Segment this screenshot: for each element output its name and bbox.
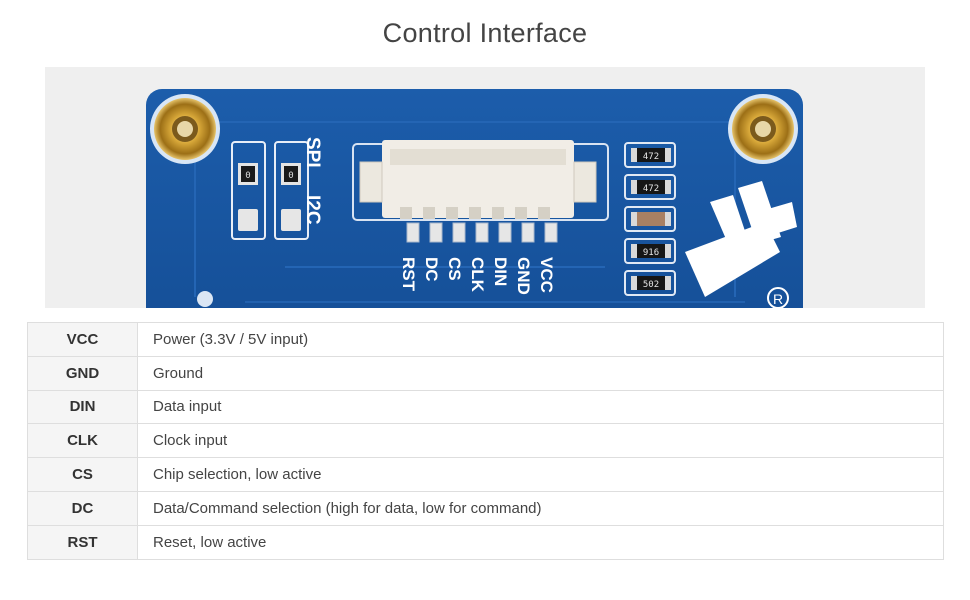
silkscreen-pin-label: DIN: [491, 257, 510, 286]
resistor-code: 502: [643, 280, 659, 290]
resistor-outline: [624, 174, 676, 200]
pin-description-cell: Data/Command selection (high for data, l…: [137, 490, 944, 526]
pin-name-cell: CS: [27, 457, 138, 492]
capacitor: [637, 212, 665, 226]
resistor: [637, 148, 665, 162]
pin-description-cell: Clock input: [137, 423, 944, 459]
resistor-outline: [624, 270, 676, 296]
pin-name-cell: RST: [27, 524, 138, 560]
resistor: [637, 276, 665, 290]
pin-description-cell: Ground: [137, 355, 944, 391]
silkscreen-pin-label: CS: [445, 257, 464, 281]
page-title: Control Interface: [382, 18, 588, 48]
mounting-hole-right: [728, 94, 798, 164]
pin-name-cell: DIN: [27, 389, 138, 425]
resistor-code: 472: [643, 152, 659, 162]
resistor-code: 916: [643, 248, 659, 258]
resistor-outline: [624, 142, 676, 168]
silkscreen-pin-label: RST: [399, 257, 418, 292]
pin-description-cell: Chip selection, low active: [137, 457, 944, 492]
brand-logo: [685, 181, 797, 297]
resistor: [637, 244, 665, 258]
pin-name-cell: DC: [27, 490, 138, 526]
jumper-code: 0: [245, 171, 250, 181]
mode-jumpers: 0 0: [231, 141, 309, 240]
resistor-array: 472 472 916 502: [624, 142, 676, 296]
silkscreen-pin-label: VCC: [537, 257, 556, 293]
pin-description-cell: Power (3.3V / 5V input): [137, 322, 944, 357]
pin-header-connector: [352, 140, 609, 243]
pin-name-cell: VCC: [27, 322, 138, 357]
i2c-label: I2C: [302, 195, 323, 225]
silkscreen-pin-label: DC: [422, 257, 441, 282]
resistor: [637, 180, 665, 194]
jumper-code: 0: [288, 171, 293, 181]
silkscreen-pin-label: GND: [514, 257, 533, 295]
board-photo: 0 0 SPI I2C: [45, 67, 925, 308]
resistor-outline: [624, 238, 676, 264]
pin-description-cell: Reset, low active: [137, 524, 944, 560]
registered-mark: R: [773, 291, 783, 307]
pin-name-cell: GND: [27, 355, 138, 391]
pin-name-cell: CLK: [27, 423, 138, 459]
resistor-outline: [624, 206, 676, 232]
pin-description-cell: Data input: [137, 389, 944, 425]
resistor-code: 472: [643, 184, 659, 194]
silkscreen-pin-label: CLK: [468, 257, 487, 293]
mounting-hole-left: [150, 94, 220, 164]
spi-label: SPI: [302, 137, 323, 168]
